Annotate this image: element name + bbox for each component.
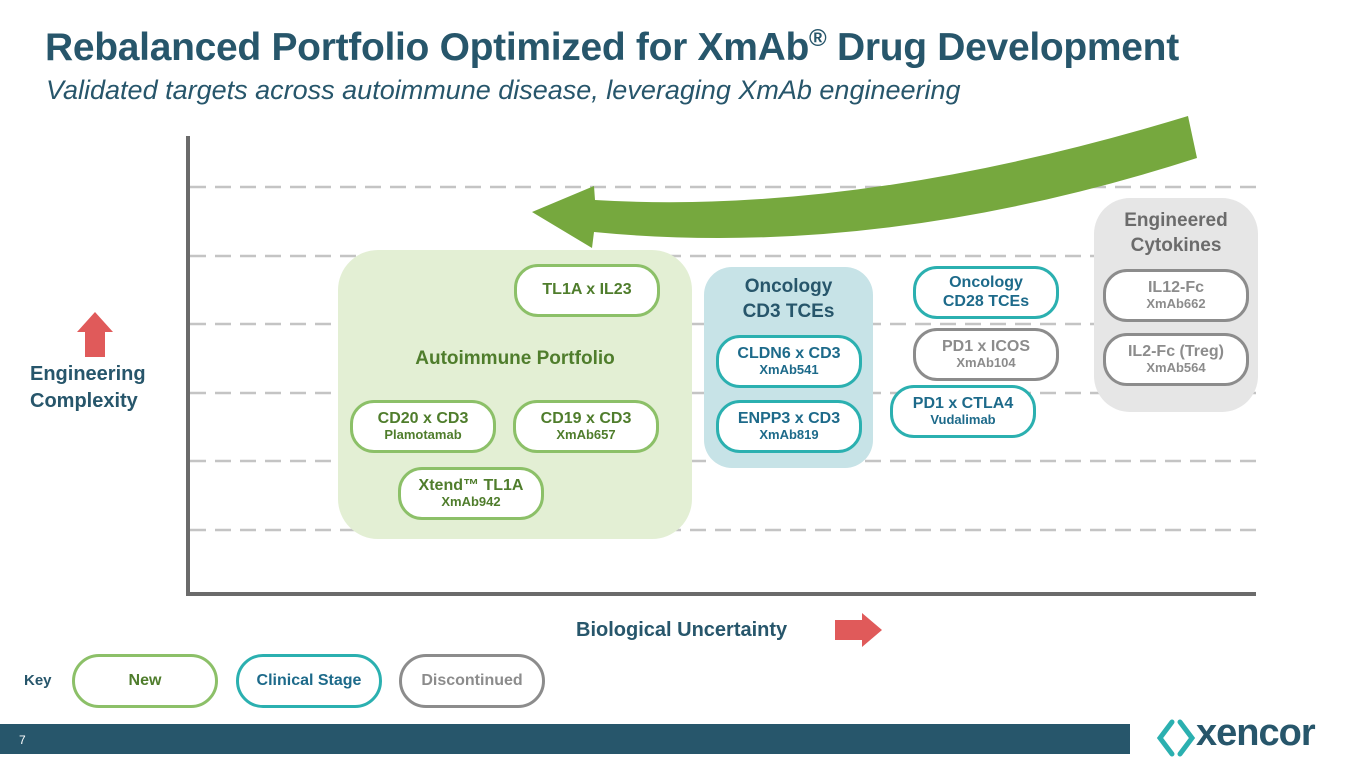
xencor-logo: xencor: [1196, 712, 1316, 754]
up-arrow-icon: [77, 312, 113, 357]
footer-bar: [0, 724, 1130, 754]
program-tl1a-il23: TL1A x IL23: [514, 264, 660, 317]
page-subtitle: Validated targets across autoimmune dise…: [46, 75, 961, 105]
autoimmune-group-label: Autoimmune Portfolio: [415, 348, 615, 369]
page-number: 7: [19, 733, 26, 747]
right-arrow-icon: [835, 613, 882, 647]
key-clinical-stage: Clinical Stage: [236, 654, 382, 708]
xencor-logo-mark: [1156, 719, 1196, 757]
portfolio-shift-arrow: [532, 116, 1197, 248]
page-title: Rebalanced Portfolio Optimized for XmAb®…: [45, 25, 1179, 69]
autoimmune-group-bg: [338, 250, 692, 539]
key-discontinued: Discontinued: [399, 654, 545, 708]
x-axis-label: Biological Uncertainty: [576, 619, 788, 641]
key-new: New: [72, 654, 218, 708]
key-label: Key: [24, 672, 52, 689]
program-il2-fc-treg: IL2-Fc (Treg)XmAb564: [1103, 333, 1249, 386]
